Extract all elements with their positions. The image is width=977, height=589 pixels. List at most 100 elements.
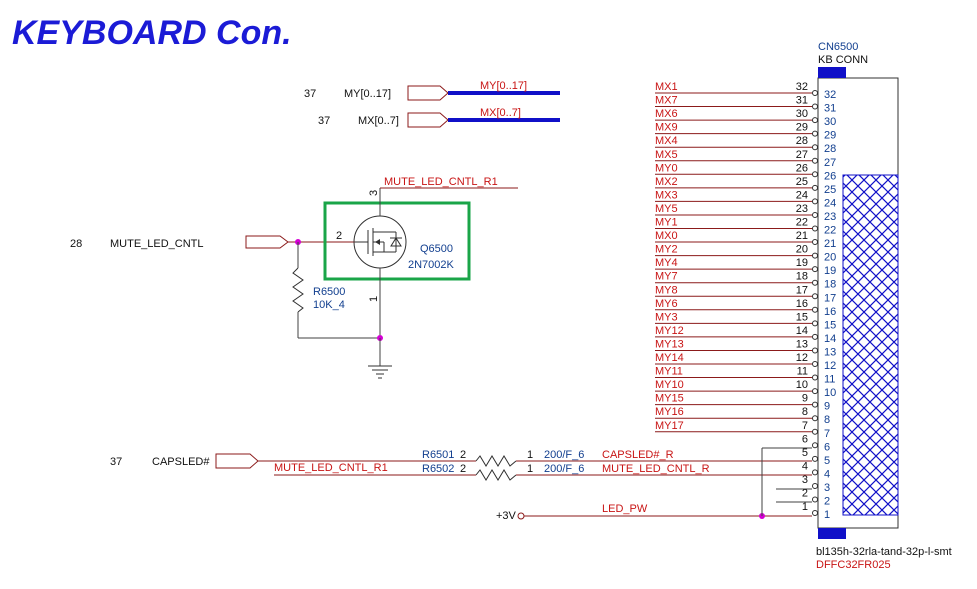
connector-net-label: MX6 — [655, 108, 678, 120]
gate-pin-number: 2 — [336, 230, 342, 242]
connector-net-label: MY14 — [655, 352, 684, 364]
connector-inner-pin-number: 24 — [824, 197, 836, 209]
connector-pin-bubble — [812, 374, 818, 381]
bus-mx-port-icon — [407, 112, 449, 128]
connector-net-label: MY15 — [655, 393, 684, 405]
power-label: +3V — [496, 510, 517, 522]
highlight-box — [323, 201, 471, 281]
ground-icon — [368, 365, 392, 379]
connector-inner-pin-number: 30 — [824, 116, 836, 128]
connector-pin-number: 21 — [796, 230, 808, 242]
connector-footprint: bl135h-32rla-tand-32p-l-smt — [816, 546, 952, 558]
connector-pin-number: 24 — [796, 189, 808, 201]
connector-pin-bubble — [812, 90, 818, 96]
connector-net-label: MY1 — [655, 217, 678, 229]
connector-net-label: MY7 — [655, 271, 678, 283]
connector-pin-number: 7 — [802, 420, 808, 432]
connector-net-label: MX9 — [655, 122, 678, 134]
connector-pin-number: 28 — [796, 135, 808, 147]
drain-pin-number: 3 — [368, 190, 380, 196]
connector-net-label: MX4 — [655, 135, 678, 147]
capsled-port-label: CAPSLED# — [152, 456, 210, 468]
r6502-ref: R6502 — [422, 463, 454, 475]
connector-net-label: MY8 — [655, 284, 678, 296]
mute-r1-net-label: MUTE_LED_CNTL_R1 — [274, 462, 388, 474]
connector-pin-bubble — [812, 320, 818, 327]
connector-inner-pin-number: 25 — [824, 184, 836, 196]
connector-pin-number: 13 — [796, 338, 808, 350]
r6502-pin-a: 2 — [460, 463, 466, 475]
connector-pin-number: 4 — [802, 460, 808, 472]
connector-pin-number: 9 — [802, 393, 808, 405]
connector-hatch — [842, 174, 899, 516]
r6501-value: 200/F_6 — [544, 449, 584, 461]
connector-inner-pin-number: 31 — [824, 103, 836, 115]
connector-net-label: MY4 — [655, 257, 678, 269]
r6501-pin-b: 1 — [527, 449, 533, 461]
connector-pin-bubble — [812, 455, 818, 462]
capsled-section: 37 CAPSLED# MUTE_LED_CNTL_R1 R6501 2 1 2… — [110, 447, 812, 522]
connector-pin-number: 25 — [796, 176, 808, 188]
connector-pin-bubble — [812, 510, 818, 517]
connector-pins: 3232MX13131MX73030MX62929MX92828MX42727M… — [655, 81, 836, 521]
connector-net-label: MY5 — [655, 203, 678, 215]
connector-inner-pin-number: 20 — [824, 252, 836, 264]
bus-my-port-label: MY[0..17] — [344, 88, 391, 100]
connector-pin-number: 19 — [796, 257, 808, 269]
led-pw-net-label: LED_PW — [602, 503, 648, 515]
connector-pin-bubble — [812, 239, 818, 246]
connector-pin-bubble — [812, 252, 818, 259]
connector-pin-number: 6 — [802, 433, 808, 445]
kb-connector: CN6500 KB CONN 3232MX13131MX73030MX62929… — [655, 41, 952, 571]
connector-pin-bubble — [812, 266, 818, 273]
connector-inner-pin-number: 22 — [824, 225, 836, 237]
connector-inner-pin-number: 4 — [824, 468, 830, 480]
connector-net-label: MY17 — [655, 420, 684, 432]
connector-pin-bubble — [812, 293, 818, 300]
connector-pin-bubble — [812, 130, 818, 137]
connector-inner-pin-number: 29 — [824, 130, 836, 142]
connector-part-no: DFFC32FR025 — [816, 559, 891, 571]
connector-pin-number: 29 — [796, 122, 808, 134]
connector-inner-pin-number: 11 — [824, 374, 835, 386]
connector-pin-number: 31 — [796, 95, 808, 107]
connector-pin-bubble — [812, 469, 818, 476]
connector-net-label: MY12 — [655, 325, 684, 337]
connector-pin-bubble — [812, 103, 818, 110]
connector-net-label: MX3 — [655, 189, 678, 201]
connector-net-label: MY2 — [655, 244, 678, 256]
connector-pin-number: 8 — [802, 406, 808, 418]
mosfet-section: 28 MUTE_LED_CNTL R6500 10K_4 — [70, 176, 518, 379]
bus-mx-port-label: MX[0..7] — [358, 115, 399, 127]
r6501-resistor-icon — [475, 455, 517, 467]
bus-mx-sheet: 37 — [318, 115, 330, 127]
connector-net-label: MX0 — [655, 230, 678, 242]
connector-pin-number: 22 — [796, 217, 808, 229]
bus-my-net-label: MY[0..17] — [480, 80, 527, 92]
connector-pin-bubble — [812, 279, 818, 286]
connector-inner-pin-number: 10 — [824, 387, 836, 399]
connector-pin-number: 30 — [796, 108, 808, 120]
connector-inner-pin-number: 19 — [824, 265, 836, 277]
connector-pin-number: 32 — [796, 81, 808, 93]
connector-pin-bubble — [812, 388, 818, 395]
connector-pin-bubble — [812, 428, 818, 435]
connector-pin-bubble — [812, 415, 818, 422]
connector-inner-pin-number: 3 — [824, 482, 830, 494]
connector-net-label: MY10 — [655, 379, 684, 391]
connector-inner-pin-number: 23 — [824, 211, 836, 223]
mute-port-sheet: 28 — [70, 238, 82, 250]
r6501-ref: R6501 — [422, 449, 454, 461]
connector-inner-pin-number: 16 — [824, 306, 836, 318]
power-port-icon — [517, 512, 525, 520]
connector-inner-pin-number: 8 — [824, 414, 830, 426]
connector-pin-bubble — [812, 401, 818, 408]
connector-pin-number: 15 — [796, 311, 808, 323]
capsled-r-net-label: CAPSLED#_R — [602, 449, 674, 461]
connector-top-tab — [818, 67, 846, 78]
connector-pin-bubble — [812, 117, 818, 124]
page-title: KEYBOARD Con. — [12, 14, 292, 52]
connector-pin-bubble — [812, 442, 818, 449]
capsled-sheet: 37 — [110, 456, 122, 468]
